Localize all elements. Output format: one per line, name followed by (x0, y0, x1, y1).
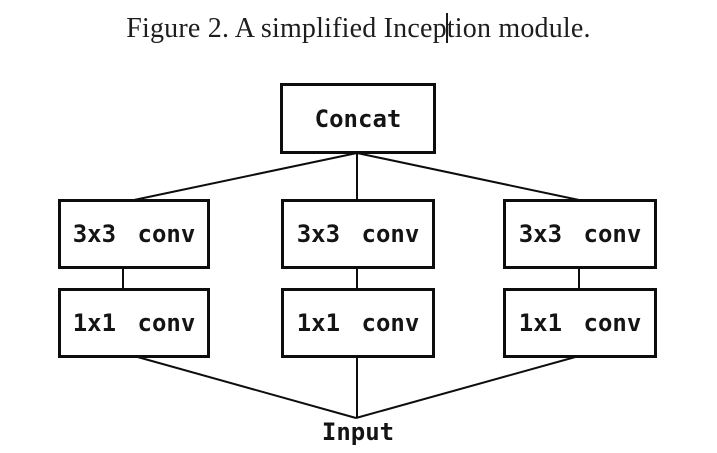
branch0-1x1-conv-node: 1x1 conv (58, 288, 210, 358)
figure-caption: Figure 2. A simplified Inception module. (126, 13, 591, 44)
branch1-3x3-conv-node: 3x3 conv (281, 199, 435, 269)
edge-concat-branch2 (356, 152, 580, 201)
branch2-1x1-conv-node: 1x1 conv (503, 288, 657, 358)
branch2-3x3-conv-node: 3x3 conv (503, 199, 657, 269)
concat-node: Concat (280, 83, 436, 154)
branch1-1x1-conv-node: 1x1 conv (281, 288, 435, 358)
edge-concat-branch0 (133, 152, 358, 201)
text-cursor (446, 13, 448, 43)
input-label: Input (321, 418, 395, 446)
branch0-3x3-conv-node: 3x3 conv (58, 199, 210, 269)
edge-branch2-input (355, 355, 580, 419)
edge-branch0-input (133, 355, 357, 419)
